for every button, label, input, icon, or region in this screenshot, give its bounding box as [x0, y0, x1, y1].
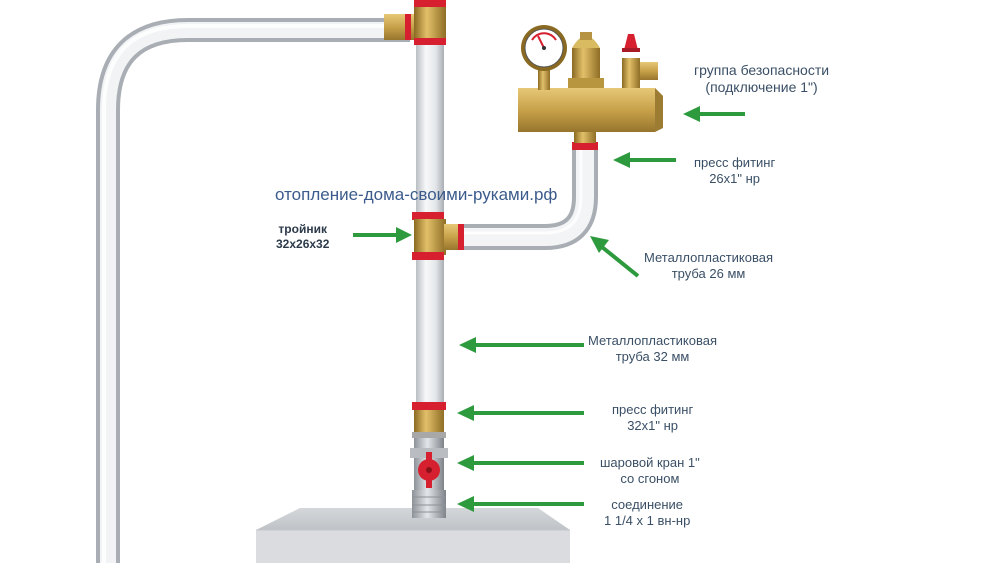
arrows [353, 106, 745, 512]
connection-part [412, 490, 446, 518]
label-press-fitting-32-line1: пресс фитинг [612, 402, 694, 417]
press-fitting-32-part [412, 402, 446, 438]
label-connection-line2: 1 1/4 х 1 вн-нр [604, 513, 691, 528]
label-safety-group-line1: группа безопасности [694, 62, 830, 78]
label-press-fitting-32-line2: 32х1" нр [627, 418, 679, 433]
label-press-fitting-26: пресс фитинг 26х1" нр [694, 155, 775, 187]
main-riser-pipe [416, 0, 444, 412]
label-pipe-26: Металлопластиковая труба 26 мм [644, 250, 773, 282]
arrow-pipe-26 [590, 236, 640, 278]
label-connection-line1: соединение [611, 497, 684, 512]
arrow-press-fitting-26 [613, 152, 676, 168]
label-safety-group-line2: (подключение 1") [705, 79, 818, 95]
left-return-pipe [96, 18, 410, 563]
label-ball-valve-line1: шаровой кран 1" [600, 455, 700, 470]
label-pipe-32-line2: труба 32 мм [615, 349, 690, 364]
safety-group-device [518, 25, 663, 132]
site-watermark: отопление-дома-своими-руками.рф [275, 185, 558, 204]
boiler [256, 508, 570, 563]
arrow-connection [457, 496, 584, 512]
label-connection: соединение 1 1/4 х 1 вн-нр [604, 497, 690, 529]
label-tee-line2: 32х26х32 [276, 237, 330, 251]
label-press-fitting-32: пресс фитинг 32х1" нр [612, 402, 693, 434]
arrow-ball-valve [457, 455, 584, 471]
branch-pipe-26 [464, 150, 598, 250]
label-tee-line1: тройник [278, 222, 327, 236]
arrow-safety-group [683, 106, 745, 122]
ball-valve-part [410, 438, 448, 490]
label-pipe-32-line1: Металлопластиковая [588, 333, 718, 348]
label-pipe-32: Металлопластиковая труба 32 мм [588, 333, 717, 365]
label-press-fitting-26-line2: 26х1" нр [709, 171, 761, 186]
label-pipe-26-line2: труба 26 мм [671, 266, 746, 281]
middle-tee-fitting [412, 212, 464, 260]
label-tee: тройник 32х26х32 [276, 222, 329, 252]
arrow-tee [353, 227, 412, 243]
arrow-press-fitting-32 [457, 405, 584, 421]
label-press-fitting-26-line1: пресс фитинг [694, 155, 776, 170]
label-ball-valve: шаровой кран 1" со сгоном [600, 455, 700, 487]
label-ball-valve-line2: со сгоном [620, 471, 680, 486]
arrow-pipe-32 [459, 337, 584, 353]
label-safety-group: группа безопасности (подключение 1") [694, 62, 829, 96]
label-pipe-26-line1: Металлопластиковая [644, 250, 774, 265]
top-tee-fitting [384, 0, 446, 45]
